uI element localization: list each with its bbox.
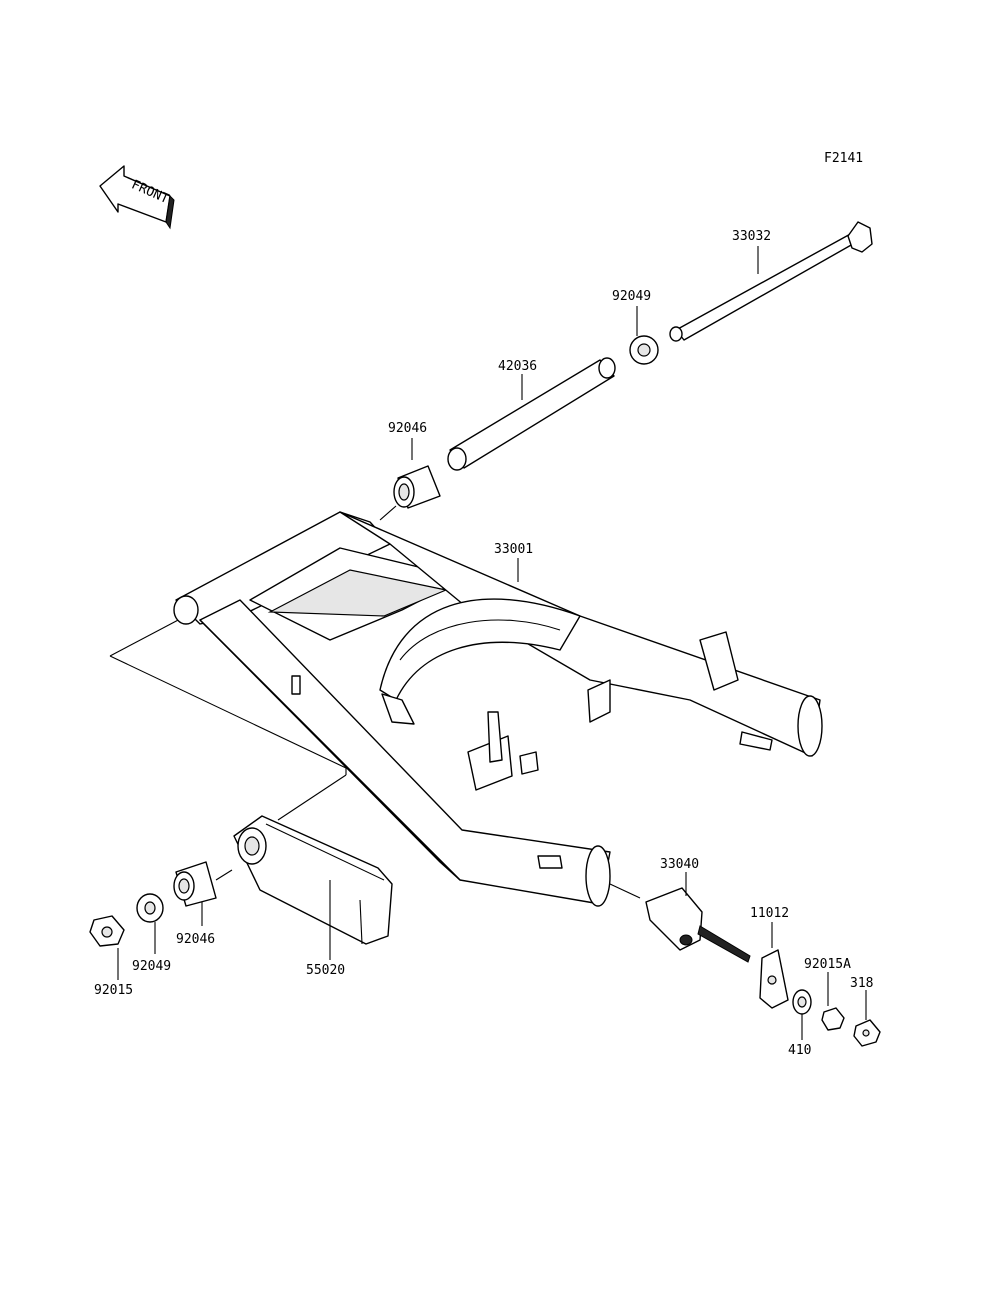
part-number-92015: 92015 <box>94 983 133 998</box>
part-number-92046-bottom: 92046 <box>176 932 215 947</box>
bearing-92046-bottom <box>173 861 217 907</box>
front-arrow-icon: FRONT <box>99 165 175 230</box>
part-number-92015A: 92015A <box>804 957 851 972</box>
bearing-92046-top <box>393 465 441 509</box>
sleeve-42036 <box>447 357 616 471</box>
part-number-92046-top: 92046 <box>388 421 427 436</box>
nut-318 <box>853 1019 881 1047</box>
part-number-55020: 55020 <box>306 963 345 978</box>
part-number-318: 318 <box>850 976 873 991</box>
part-number-92049-bottom: 92049 <box>132 959 171 974</box>
washer-410 <box>792 989 812 1015</box>
swingarm-33001 <box>173 511 823 907</box>
axle-bolt-33032 <box>669 221 873 342</box>
part-number-33032: 33032 <box>732 229 771 244</box>
figure-code: F2141 <box>824 151 863 166</box>
collar-92049-top <box>629 335 659 365</box>
collar-92049-bottom <box>136 893 164 923</box>
nut-92015 <box>89 915 125 947</box>
part-number-42036-sleeve: 42036 <box>498 359 537 374</box>
chain-adjuster-33040 <box>609 883 751 963</box>
nut-92015A <box>821 1007 845 1031</box>
part-number-92049-top: 92049 <box>612 289 651 304</box>
part-number-11012: 11012 <box>750 906 789 921</box>
plate-11012 <box>759 949 789 1009</box>
part-number-33001: 33001 <box>494 542 533 557</box>
chain-guard-55020 <box>233 815 393 945</box>
part-number-33040: 33040 <box>660 857 699 872</box>
part-number-410: 410 <box>788 1043 811 1058</box>
